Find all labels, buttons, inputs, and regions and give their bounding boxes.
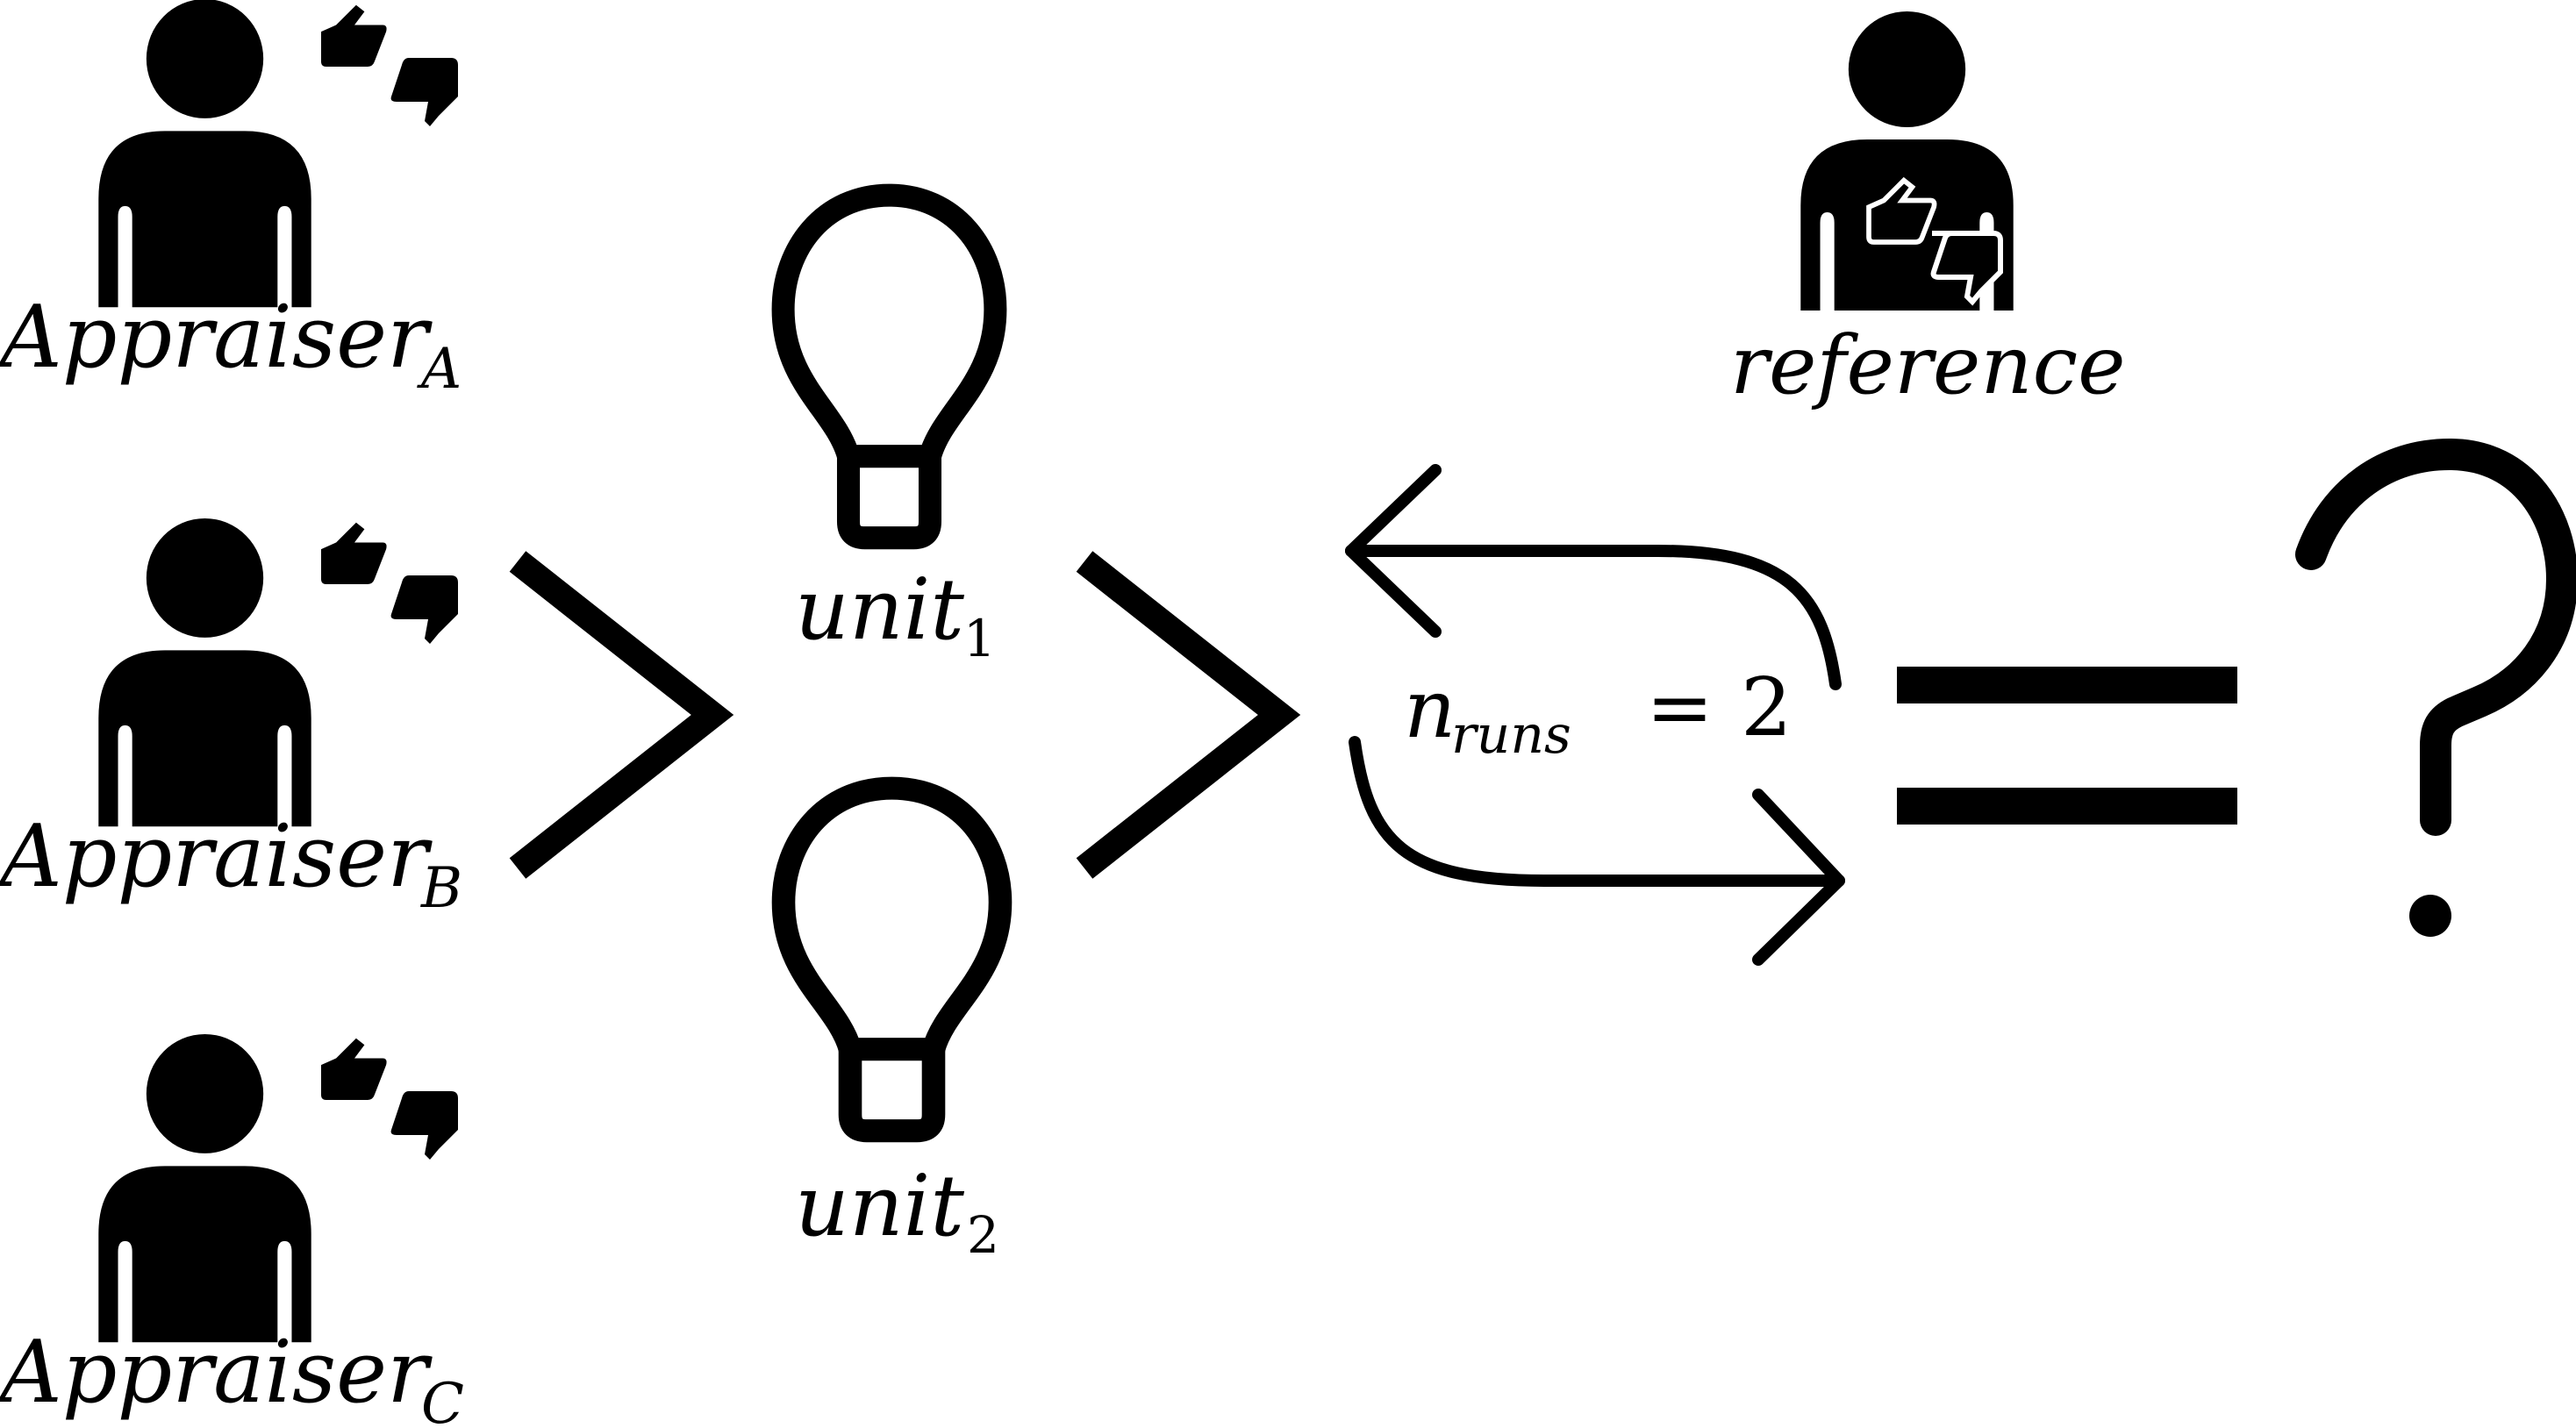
reference-label: reference [1730, 318, 2126, 412]
unit-1-subscript: 1 [963, 609, 996, 668]
lightbulb-icon [784, 789, 1000, 1132]
chevron-right-icon [509, 551, 734, 879]
appraiser-b: Appraiser B [0, 518, 462, 921]
appraiser-c-label: Appraiser [0, 1323, 433, 1423]
lightbulb-icon [784, 196, 996, 539]
unit-2: unit 2 [784, 789, 1000, 1265]
thumbs-up-icon [321, 522, 387, 584]
appraiser-c-subscript: C [421, 1372, 464, 1428]
cycle-arrows-icon [1345, 464, 1845, 966]
question-mark-icon [2295, 439, 2576, 937]
person-icon [98, 518, 311, 827]
appraiser-b-subscript: B [420, 856, 462, 921]
runs-relation: = [1646, 660, 1714, 754]
appraiser-a-label: Appraiser [0, 288, 433, 388]
unit-2-label: unit [795, 1157, 964, 1255]
thumbs-down-icon [390, 1091, 458, 1160]
thumbs-up-icon [1866, 176, 1937, 245]
appraiser-a-subscript: A [417, 337, 462, 402]
reference: reference [1730, 11, 2126, 412]
runs-value: 2 [1741, 660, 1792, 754]
thumbs-down-icon [390, 575, 458, 644]
equals-icon [1897, 667, 2237, 825]
person-icon [98, 0, 311, 308]
unit-2-subscript: 2 [967, 1205, 999, 1265]
appraiser-a: Appraiser A [0, 0, 462, 402]
runs-variable: n [1404, 662, 1456, 756]
appraiser-c: Appraiser C [0, 1033, 464, 1428]
runs-subscript: runs [1451, 704, 1571, 766]
thumbs-up-icon [321, 4, 387, 68]
appraiser-b-label: Appraiser [0, 807, 433, 907]
thumbs-down-icon [1930, 231, 2003, 306]
person-icon [98, 1033, 311, 1343]
thumbs-down-icon [390, 58, 458, 126]
thumbs-up-icon [321, 1038, 387, 1100]
runs-label: n runs = 2 [1404, 660, 1792, 766]
chevron-right-icon [1076, 551, 1301, 879]
unit-1-label: unit [795, 560, 964, 659]
unit-1: unit 1 [784, 196, 996, 668]
